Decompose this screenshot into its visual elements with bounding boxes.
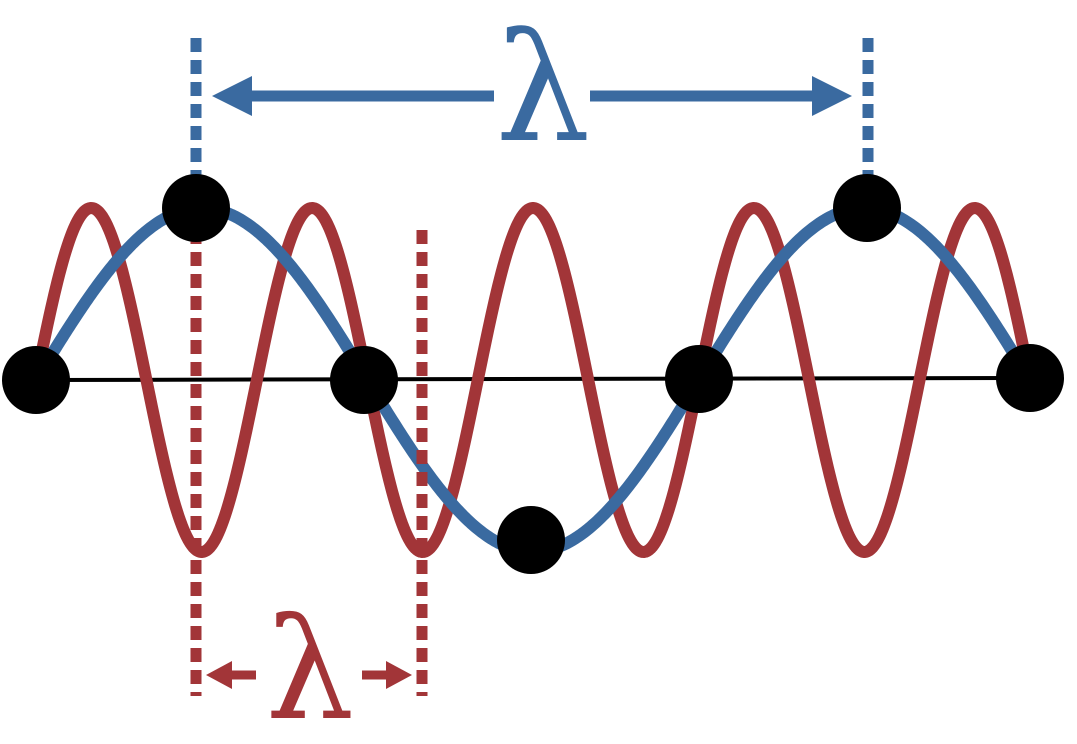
- top-arrow-left-head: [212, 76, 252, 116]
- node-right-axis: [996, 344, 1064, 412]
- node-center-right-axis: [665, 345, 733, 413]
- node-trough: [497, 506, 565, 574]
- node-first-crest: [162, 174, 230, 242]
- short-wavelength-wave: [30, 202, 1036, 558]
- bottom-arrow-left-head: [206, 661, 232, 689]
- bottom-wavelength-label: λ: [266, 589, 355, 744]
- top-arrow-right-head: [812, 76, 852, 116]
- node-center-left-axis: [330, 346, 398, 414]
- node-left-axis: [2, 346, 70, 414]
- bottom-arrow-right-head: [386, 661, 412, 689]
- top-wavelength-label: λ: [495, 2, 590, 176]
- node-second-crest: [833, 174, 901, 242]
- equilibrium-axis: [35, 376, 1031, 382]
